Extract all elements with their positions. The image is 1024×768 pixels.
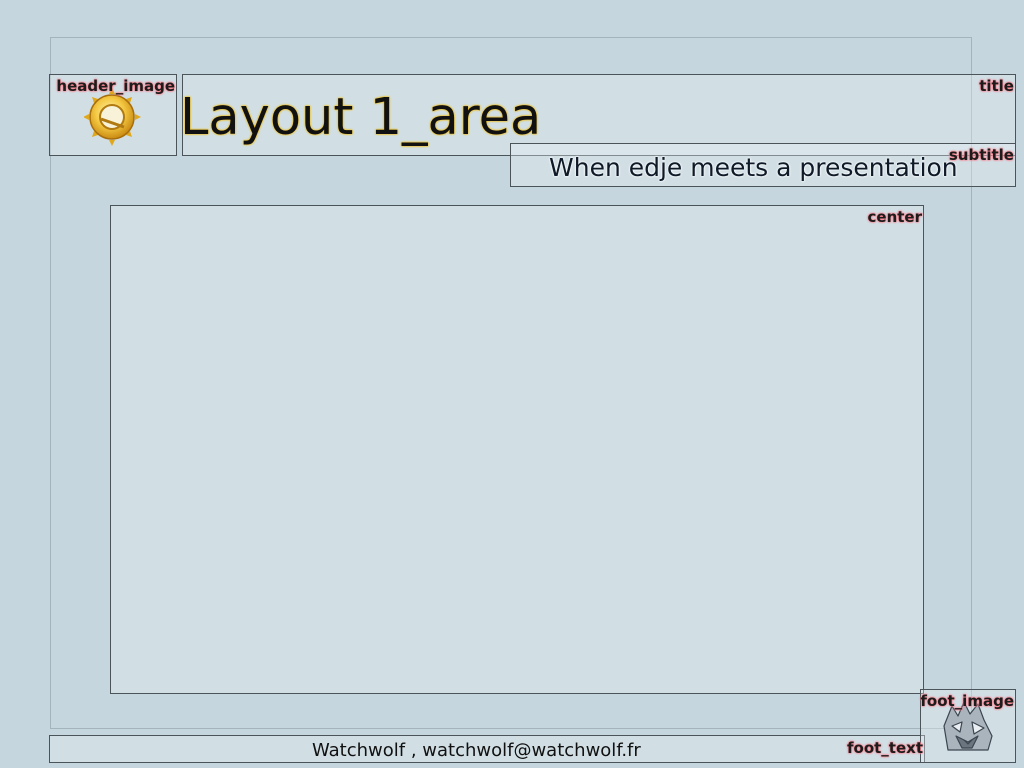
page-subtitle: When edje meets a presentation (549, 153, 958, 182)
page-title: Layout 1_area (180, 88, 542, 147)
subtitle-area: subtitle (510, 143, 1016, 187)
foot-text-area: foot_text (49, 735, 925, 763)
wolf-head-logo-icon (943, 701, 993, 751)
foot-text-area-label: foot_text (847, 739, 923, 757)
footer-contact-text: Watchwolf , watchwolf@watchwolf.fr (312, 740, 641, 761)
title-area: title (182, 74, 1016, 156)
center-area: center (110, 205, 924, 694)
title-area-label: title (979, 77, 1014, 95)
center-area-label: center (867, 208, 923, 226)
subtitle-area-label: subtitle (948, 146, 1014, 164)
layout-frame (50, 37, 972, 729)
sun-ring-logo-icon (84, 88, 141, 146)
header-image-area-label: header_image (56, 77, 175, 95)
foot-image-area-label: foot_image (920, 692, 1014, 710)
